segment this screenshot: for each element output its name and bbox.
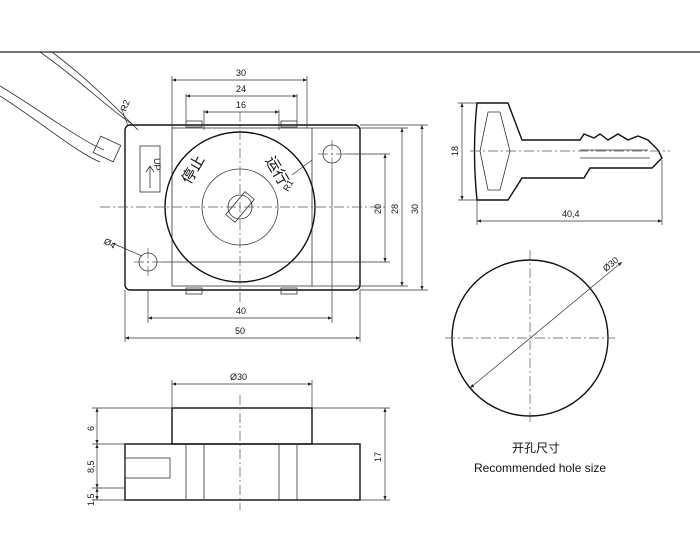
dim-side-8-5: 8,5 xyxy=(86,460,96,473)
dim-key-18: 18 xyxy=(450,146,460,156)
dim-30-height: 30 xyxy=(410,204,420,214)
front-view: UP 停止 运行 R1 R2 Ø4 30 24 16 40 50 xyxy=(0,51,428,342)
dim-r2: R2 xyxy=(118,98,131,112)
dim-d4: Ø4 xyxy=(102,236,117,251)
cable-wires xyxy=(0,51,139,163)
bottom-notch-left xyxy=(185,287,203,295)
bottom-notch-right xyxy=(280,287,298,295)
up-arrow-icon xyxy=(145,165,155,188)
side-view: Ø30 6 8,5 1,5 17 xyxy=(86,372,390,510)
dim-side-d30: Ø30 xyxy=(230,372,247,382)
dim-50-width: 50 xyxy=(235,326,245,336)
hole-view: Ø30 开孔尺寸 Recommended hole size xyxy=(445,250,623,475)
top-notch-left xyxy=(185,120,203,128)
dim-16-width: 16 xyxy=(236,100,246,110)
knob-cap xyxy=(171,407,313,445)
top-notch-right xyxy=(280,120,298,128)
key-view: 18 40,4 xyxy=(450,102,670,225)
terminal-tab xyxy=(124,457,171,479)
up-label: UP xyxy=(152,158,162,171)
dim-28-height: 28 xyxy=(390,204,400,214)
key-slot xyxy=(225,191,255,223)
dim-24-width: 24 xyxy=(236,84,246,94)
dim-side-6: 6 xyxy=(86,426,96,431)
hole-caption-en: Recommended hole size xyxy=(474,461,606,475)
dim-r1: R1 xyxy=(281,178,295,193)
dim-hole-d30: Ø30 xyxy=(601,255,620,274)
dim-side-1-5: 1,5 xyxy=(86,493,96,506)
key-outline xyxy=(473,102,663,201)
base-body xyxy=(124,443,361,501)
switch-body-outline xyxy=(124,124,361,291)
up-arrow-box xyxy=(139,145,161,193)
stop-label: 停止 xyxy=(178,152,209,187)
dim-key-40-4: 40,4 xyxy=(562,209,580,219)
dim-20-height: 20 xyxy=(373,204,383,214)
hole-caption-cn: 开孔尺寸 xyxy=(512,441,560,455)
dim-40-width: 40 xyxy=(236,306,246,316)
dim-30-width: 30 xyxy=(236,68,246,78)
dim-side-17: 17 xyxy=(373,452,383,462)
